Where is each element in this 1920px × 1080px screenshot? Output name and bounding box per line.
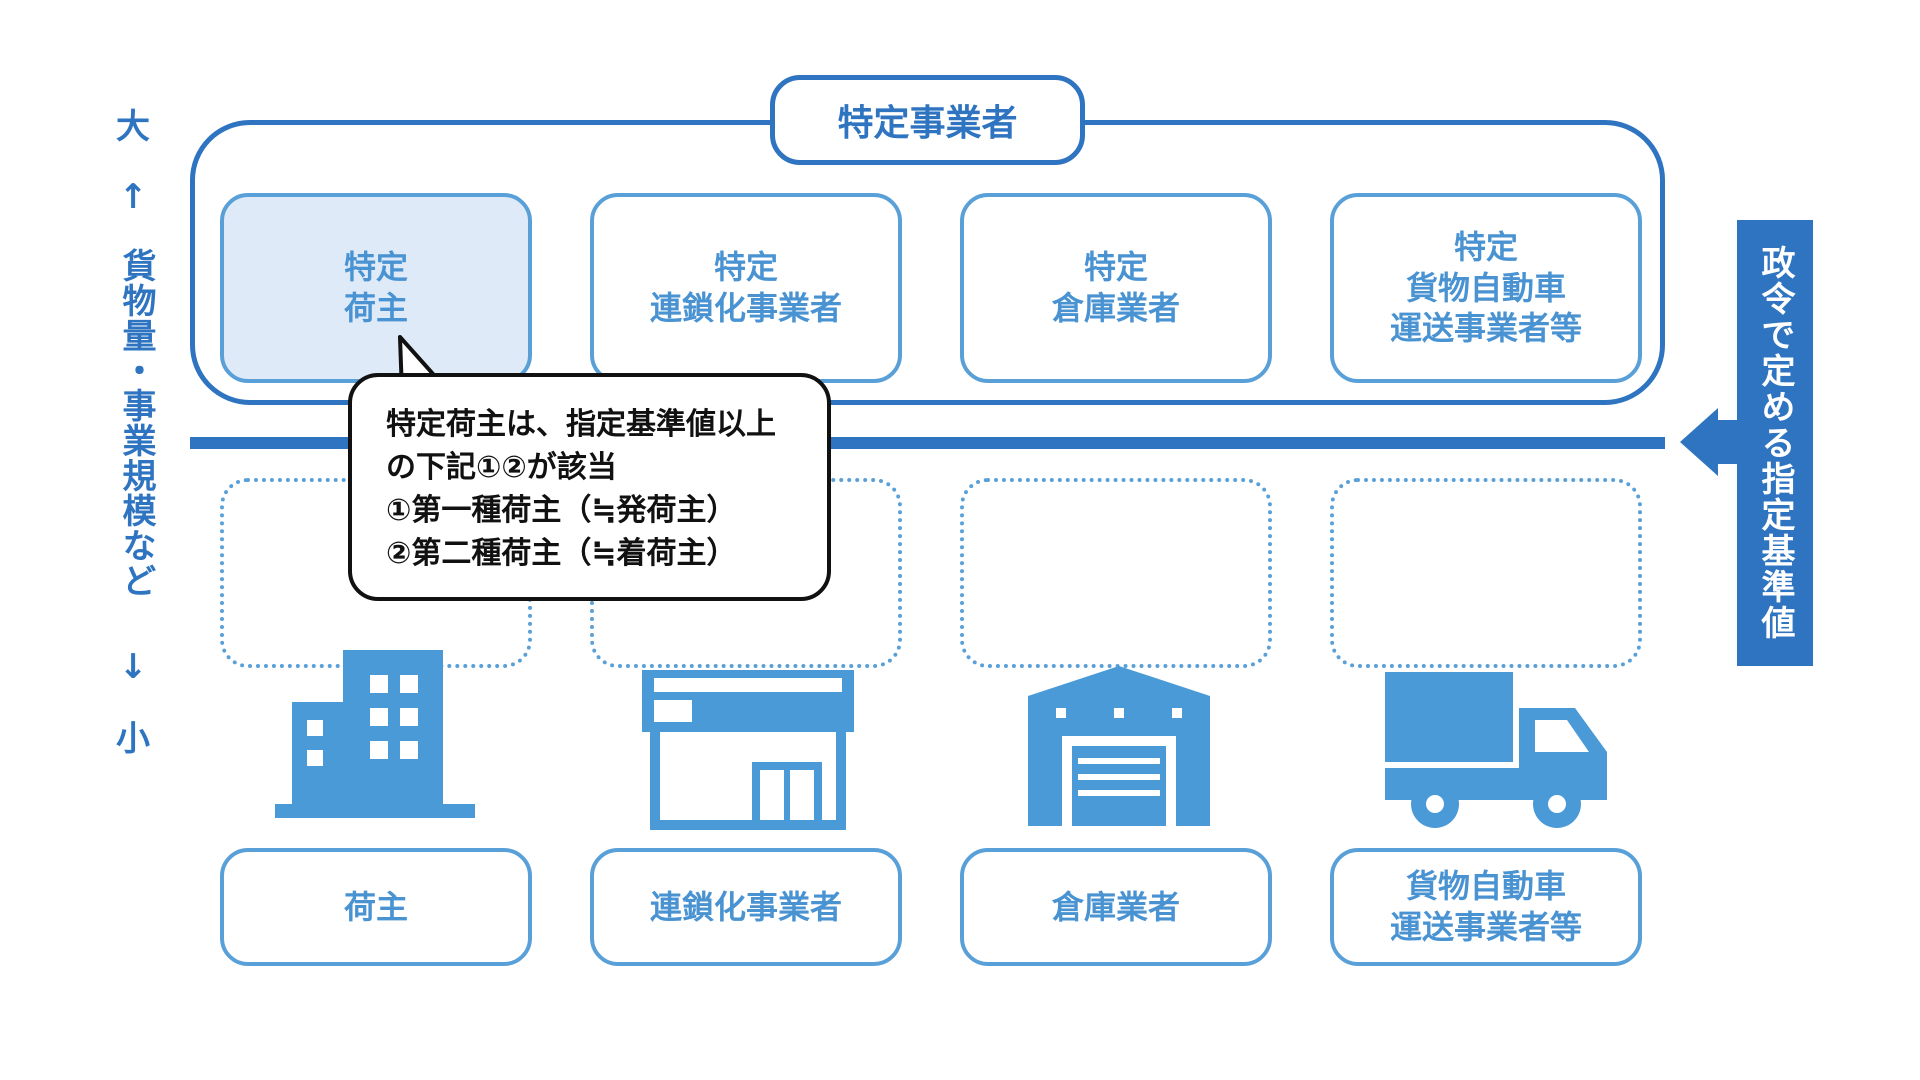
dotted-box-warehouse xyxy=(960,478,1272,668)
scale-top-label: 大 xyxy=(116,107,150,147)
designated-threshold-label: 政令で定める指定基準値 xyxy=(1755,245,1796,641)
specified-freight-carrier-box: 特定 貨物自動車 運送事業者等 xyxy=(1330,193,1642,383)
scale-arrow-up: ↑ xyxy=(118,177,148,217)
threshold-arrow-icon xyxy=(1680,408,1718,476)
scale-label: 貨物量・事業規模など xyxy=(116,248,156,598)
truck-icon xyxy=(1385,672,1607,828)
warehouse-icon xyxy=(1028,666,1210,826)
dotted-box-carrier xyxy=(1330,478,1642,668)
callout-line-4: ②第二種荷主（≒着荷主） xyxy=(386,536,737,571)
specified-operators-title: 特定事業者 xyxy=(770,75,1085,165)
scale-arrow-down: ↓ xyxy=(118,647,148,687)
specified-shipper-box: 特定 荷主 xyxy=(220,193,532,383)
callout-tail-joint xyxy=(404,377,450,383)
callout-line-2: の下記①②が該当 xyxy=(386,450,617,485)
store-icon xyxy=(642,670,854,830)
specified-warehouse-box: 特定 倉庫業者 xyxy=(960,193,1272,383)
office-building-icon xyxy=(275,650,475,818)
freight-carrier-box: 貨物自動車 運送事業者等 xyxy=(1330,848,1642,966)
warehouse-operator-box: 倉庫業者 xyxy=(960,848,1272,966)
callout-line-1: 特定荷主は、指定基準値以上 xyxy=(386,407,776,442)
threshold-arrow-shaft xyxy=(1715,420,1737,464)
callout-line-3: ①第一種荷主（≒発荷主） xyxy=(386,493,737,528)
shipper-box: 荷主 xyxy=(220,848,532,966)
specified-chain-operator-box: 特定 連鎖化事業者 xyxy=(590,193,902,383)
designated-threshold-panel: 政令で定める指定基準値 xyxy=(1737,220,1813,666)
shipper-explanation-callout: 特定荷主は、指定基準値以上 の下記①②が該当 ①第一種荷主（≒発荷主） ②第二種… xyxy=(348,373,831,601)
chain-operator-box: 連鎖化事業者 xyxy=(590,848,902,966)
scale-bottom-label: 小 xyxy=(116,719,150,759)
